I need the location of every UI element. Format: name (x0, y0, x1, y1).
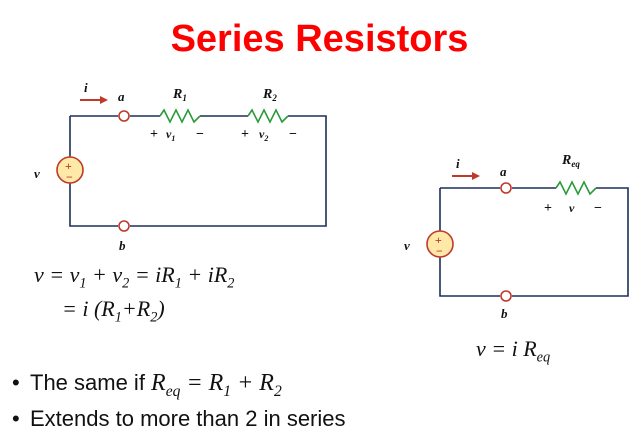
v1-plus: + (150, 127, 158, 142)
vr-plus: + (544, 201, 552, 216)
node-b-terminal (118, 220, 130, 232)
node-a2-terminal (500, 182, 512, 194)
node-b-label: b (119, 238, 126, 253)
source1-plus: + (65, 159, 72, 173)
node-a-label: a (118, 89, 125, 104)
v1-minus: − (196, 127, 204, 142)
source1-minus: − (66, 170, 73, 184)
r2-label: R (262, 87, 272, 102)
circuit2-wire (439, 187, 629, 297)
svg-text:R2: R2 (262, 87, 277, 103)
page-title: Series Resistors (170, 18, 469, 60)
svg-text:R1: R1 (172, 87, 187, 103)
current-label-1: i (84, 80, 88, 95)
source2-minus: − (436, 244, 443, 258)
bullet-marker: • (12, 406, 20, 431)
source-label-2: v (404, 238, 410, 253)
node-b2-terminal (500, 290, 512, 302)
node-a-terminal (118, 110, 130, 122)
current-label-2: i (456, 156, 460, 171)
resistor-req (555, 180, 597, 196)
equation-line-1: v = v1 + v2 = iR1 + iR2 (34, 262, 235, 292)
voltage-source-1 (56, 156, 84, 184)
source-label-1: v (34, 166, 40, 181)
svg-text:v1: v1 (166, 127, 175, 143)
v2-minus: − (289, 127, 297, 142)
v2-plus: + (241, 127, 249, 142)
equation-line-2: = i (R1+R2) (62, 296, 165, 326)
req-label: R (561, 153, 571, 168)
svg-text:Req: Req (561, 153, 580, 169)
bullet-same-if: •The same if Req = R1 + R2 (12, 370, 282, 400)
voltage-source-2 (426, 230, 454, 258)
vr-minus: − (594, 201, 602, 216)
node-a2-label: a (500, 164, 507, 179)
source2-plus: + (435, 233, 442, 247)
resistor-r1 (159, 108, 201, 124)
r1-label: R (172, 87, 182, 102)
node-b2-label: b (501, 306, 508, 321)
v2-label: v (259, 127, 265, 141)
circuit1-wire (69, 115, 327, 227)
svg-text:v2: v2 (259, 127, 268, 143)
v1-label: v (166, 127, 172, 141)
bullet-marker: • (12, 370, 20, 395)
vr-label: v (569, 201, 575, 215)
equation-req: v = i Req (476, 336, 551, 366)
resistor-r2 (247, 108, 289, 124)
bullet-extends: •Extends to more than 2 in series (12, 406, 346, 431)
